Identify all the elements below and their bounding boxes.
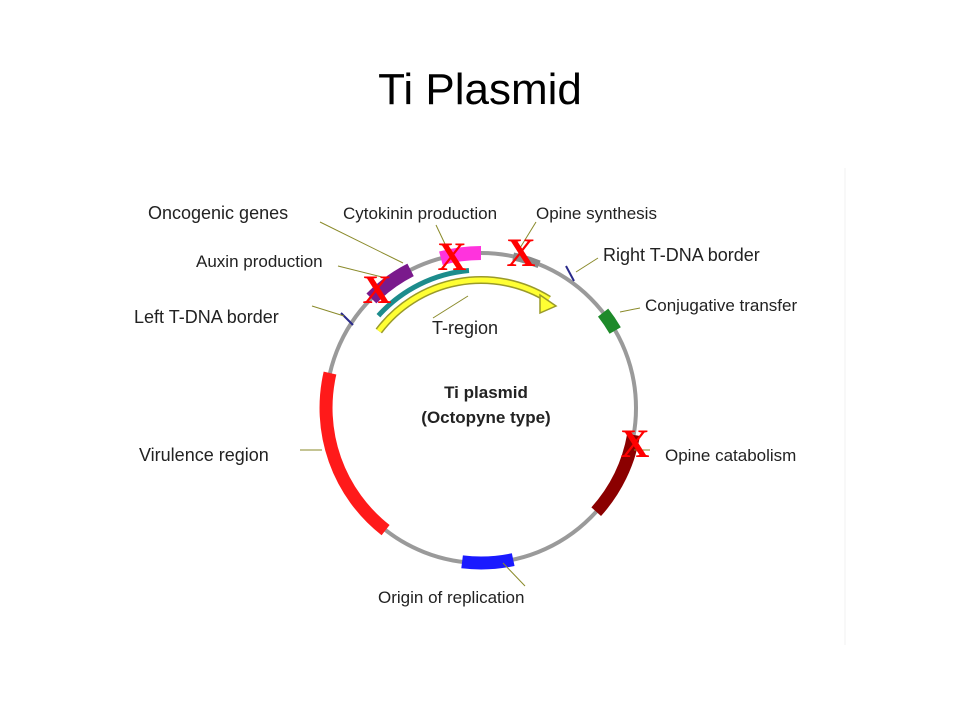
label-right-t-dna-border: Right T-DNA border: [603, 245, 760, 265]
virulence-region-segment: [319, 371, 390, 536]
slide-title: Ti Plasmid: [378, 65, 582, 114]
origin-of-replication-segment: [461, 553, 515, 570]
deletion-mark-opine-synthesis: X: [507, 230, 536, 275]
deletion-mark-cytokinin: X: [438, 234, 467, 279]
label-virulence-region: Virulence region: [139, 445, 269, 465]
auxin-production-segment: [366, 263, 414, 304]
leader-conjugative: [619, 307, 641, 313]
leader-right-border: [575, 257, 599, 273]
oncogenic-genes-arc: [376, 268, 470, 318]
leader-left-border: [311, 305, 345, 317]
label-origin-of-replication: Origin of replication: [378, 588, 524, 607]
label-opine-catabolism: Opine catabolism: [665, 446, 796, 465]
label-left-t-dna-border: Left T-DNA border: [134, 307, 279, 327]
opine-synthesis-segment: [512, 252, 541, 269]
label-opine-synthesis: Opine synthesis: [536, 204, 657, 223]
leader-origin: [502, 562, 526, 587]
t-region-arrowhead: [539, 293, 558, 315]
cytokinin-production-segment: [439, 246, 482, 266]
left-border-tick: [340, 312, 354, 326]
leader-cytokinin: [435, 224, 446, 245]
t-region-arrow-fill: [376, 277, 551, 333]
deletion-mark-auxin: X: [363, 267, 392, 312]
label-cytokinin-production: Cytokinin production: [343, 204, 497, 223]
label-conjugative-transfer: Conjugative transfer: [645, 296, 797, 315]
leader-auxin: [337, 265, 387, 279]
opine-catabolism-segment: [591, 433, 641, 517]
leader-opine-synthesis: [519, 221, 537, 249]
label-auxin-production: Auxin production: [196, 252, 323, 271]
conjugative-transfer-segment: [597, 308, 621, 334]
leader-oncogenic-genes: [319, 221, 404, 264]
label-t-region: T-region: [432, 318, 498, 338]
deletion-mark-opine-catabolism: X: [621, 421, 650, 466]
center-subtitle: (Octopyne type): [421, 408, 550, 427]
center-title: Ti plasmid: [444, 383, 528, 402]
right-border-tick: [565, 265, 575, 282]
leader-t-region: [432, 295, 469, 319]
label-oncogenic-genes: Oncogenic genes: [148, 203, 288, 223]
